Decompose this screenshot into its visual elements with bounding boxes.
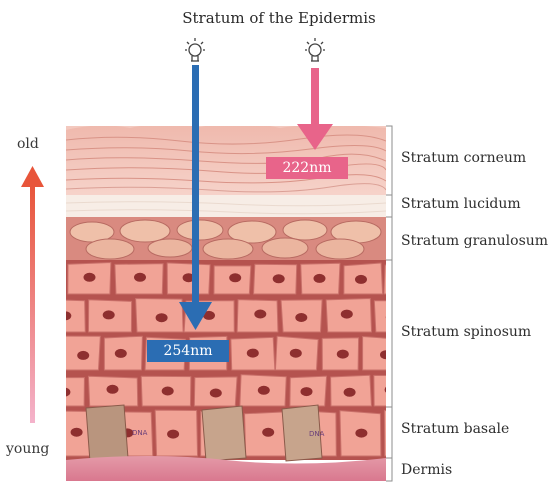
- layer-label-granulosum: Stratum granulosum: [401, 233, 548, 249]
- layer-label-lucidum: Stratum lucidum: [401, 196, 521, 212]
- cell-nucleus: [58, 388, 70, 397]
- layer-label-spinosum: Stratum spinosum: [401, 324, 531, 340]
- cell-nucleus: [301, 387, 313, 396]
- cell-nucleus: [247, 349, 259, 358]
- cell-nucleus: [385, 385, 397, 394]
- cell-nucleus: [337, 350, 349, 359]
- age-label-young: young: [6, 441, 49, 457]
- cell-nucleus: [295, 313, 307, 322]
- wavelength-badge-254: 254nm: [147, 340, 229, 362]
- cell-nucleus: [355, 429, 367, 438]
- cell-nucleus: [258, 386, 270, 395]
- cell-nucleus: [134, 273, 146, 282]
- layer-label-dermis: Dermis: [401, 462, 452, 478]
- cell-nucleus: [344, 388, 356, 397]
- cell-nucleus: [167, 430, 179, 439]
- layer-label-basale: Stratum basale: [401, 421, 509, 437]
- cell-nucleus: [210, 389, 222, 398]
- cell-nucleus: [77, 351, 89, 360]
- cell-nucleus: [71, 428, 83, 437]
- cell-nucleus: [59, 311, 71, 320]
- epidermal-cell: [384, 265, 427, 294]
- layer-brackets: [386, 126, 392, 481]
- layer-granulosum-tissue: [66, 217, 386, 260]
- cell-nucleus: [262, 428, 274, 437]
- cell-nucleus: [341, 310, 353, 319]
- cell-nucleus: [290, 349, 302, 358]
- age-label-old: old: [17, 136, 39, 152]
- epidermal-cell: [374, 375, 414, 406]
- layer-lucidum-tissue: [66, 195, 386, 217]
- light-bulb-icon: [185, 38, 205, 61]
- cell-nucleus: [355, 275, 367, 284]
- cell-nucleus: [273, 274, 285, 283]
- cell-nucleus: [229, 273, 241, 282]
- cell-nucleus: [400, 273, 412, 282]
- cell-nucleus: [107, 385, 119, 394]
- cell-nucleus: [115, 349, 127, 358]
- cell-nucleus: [84, 273, 96, 282]
- dna-label: DNA: [309, 430, 325, 438]
- age-arrow: [21, 166, 44, 423]
- layer-label-corneum: Stratum corneum: [401, 150, 526, 166]
- dna-label: DNA: [132, 429, 148, 437]
- cell-nucleus: [314, 274, 326, 283]
- wavelength-badge-222: 222nm: [266, 157, 348, 179]
- cell-nucleus: [156, 313, 168, 322]
- cell-nucleus: [380, 350, 392, 359]
- light-bulb-icon: [305, 38, 325, 61]
- cell-nucleus: [254, 310, 266, 319]
- cell-nucleus: [162, 387, 174, 396]
- epidermal-cell: [42, 378, 84, 407]
- cell-nucleus: [103, 310, 115, 319]
